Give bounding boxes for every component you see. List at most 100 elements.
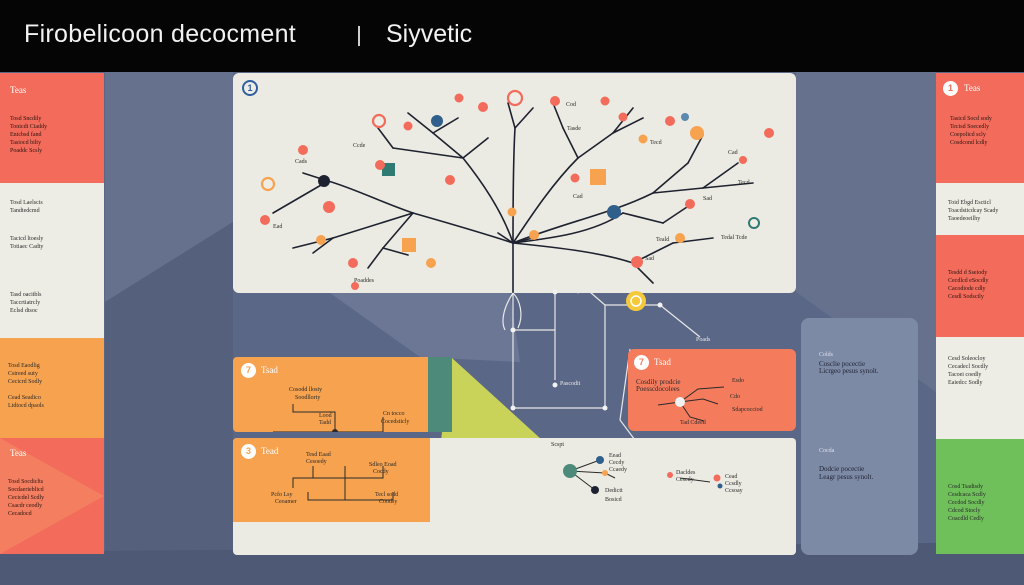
orange-card-line-2: Soodllorty — [295, 395, 321, 401]
tree-label-8: Tecd — [738, 180, 750, 186]
right-block-1-badge: 1 — [943, 81, 958, 96]
tree-label-14: Cad — [573, 194, 583, 200]
bottom-card-head: Tead — [261, 446, 279, 456]
flow-label-a: Dasplo — [568, 288, 585, 294]
tree-label-1: Cads — [295, 159, 307, 165]
bottom-right-j: Bosicd — [605, 497, 622, 503]
bottom-right-h: Ccsoay — [725, 488, 743, 494]
orange-card-connectors — [273, 404, 384, 432]
slate-block1-line2: Licrgeo pesus synolt. — [819, 367, 879, 375]
bottom-card-badge: 3 — [241, 444, 256, 459]
bottom-right-g: Ccsdly — [725, 481, 742, 487]
bottom-node-c: Sdleo Eoad — [369, 462, 397, 468]
orange-card-node-b: Tadd — [319, 420, 331, 426]
bottom-right-b: Cecdy — [609, 460, 625, 466]
left-block-4 — [0, 438, 104, 554]
flow-label-c: Poads — [696, 337, 711, 343]
coral-card-badge: 7 — [634, 355, 649, 370]
right-block-1-head: Teas — [964, 83, 981, 93]
coral-card-node-d: Tad Cdeed — [680, 420, 706, 426]
slate-block2-line1: Dodcie pocectie — [819, 465, 865, 473]
bottom-right-e: Cescdy — [676, 477, 694, 483]
tree-card: 1 — [233, 73, 796, 293]
title-divider — [358, 26, 360, 46]
bottom-right-a: Eead — [609, 453, 621, 459]
tree-diagram — [260, 89, 774, 293]
slate-block1-line1: Cosclie pocectie — [819, 360, 866, 368]
bottom-card-connectors — [292, 466, 394, 501]
coral-card-node-a: Esdo — [732, 378, 744, 384]
coral-card-head: Tsad — [654, 357, 671, 367]
tree-label-6: Cad — [728, 150, 738, 156]
background-geometry — [0, 72, 1024, 585]
page-subtitle: Siyvetic — [386, 20, 473, 48]
bottom-card-orange: 3 Tead Tesd Eaad Cesoedy Sdleo Eoad Cocd… — [233, 438, 430, 522]
slate-block2-head: Cocda — [819, 448, 835, 454]
coral-card-node-c: Sdapcocciod — [732, 407, 763, 413]
tree-label-5: Tecd — [650, 140, 662, 146]
orange-card-line-1: Cosodd llosty — [289, 387, 323, 393]
tree-label-11: Teald — [656, 237, 670, 243]
orange-card-badge: 7 — [241, 363, 256, 378]
bottom-node-f: Ceoamer — [275, 499, 297, 505]
bottom-node-b: Cesoedy — [306, 459, 327, 465]
flow-label-b: Pascodit — [560, 381, 581, 387]
orange-card: 7 Tsad Cosodd llosty Soodllorty Lood Tad… — [233, 357, 428, 432]
tree-label-9: Sad — [645, 256, 654, 262]
tree-card-badge: 1 — [242, 80, 258, 96]
coral-card-node-b: Cdo — [730, 394, 741, 400]
bottom-node-e: Pcfo Lsy — [271, 492, 293, 498]
bottom-right-c: Ccaedy — [609, 467, 627, 473]
bottom-node-a: Tesd Eaad — [306, 452, 331, 458]
slate-block1-head: Colds — [819, 352, 834, 358]
tree-label-12: Ead — [273, 224, 283, 230]
tree-label-10: Tedal Tcde — [721, 235, 748, 241]
tree-label-7: Sad — [703, 196, 712, 202]
orange-card-node-c: Cn tocco — [383, 411, 405, 417]
tree-label-3: Tasde — [567, 126, 581, 132]
bottom-card-graph — [563, 456, 723, 494]
tree-label-13: Poaddes — [354, 278, 374, 284]
coral-card-connectors — [657, 386, 725, 422]
bottom-right-d: Dacldes — [676, 470, 696, 476]
bottom-node-d: Cocdy — [373, 469, 389, 475]
coral-card: 7 Tsad Cosdily prodcie Poesscdocolees Es… — [628, 349, 796, 431]
left-block-4-head: Teas — [10, 448, 27, 458]
orange-card-node-d: Cocedsticly — [381, 419, 410, 425]
tree-label-4: Cod — [566, 102, 577, 108]
slate-card: Colds Cosclie pocectie Licrgeo pesus syn… — [801, 318, 918, 555]
coral-card-title-2: Poesscdocolees — [636, 385, 680, 393]
bottom-bracket-label: Scspt — [551, 442, 565, 448]
slate-block2-line2: Leagr pesus synolt. — [819, 473, 874, 481]
bottom-node-h: Coodsy — [379, 499, 398, 505]
left-block-1-head: Teas — [10, 85, 27, 95]
coral-card-title-1: Cosdily prodcie — [636, 378, 681, 386]
header-bar: Firobelicoon decocment Siyvetic — [0, 0, 1024, 72]
tree-label-2: Ccde — [353, 143, 366, 149]
orange-card-head: Tsad — [261, 365, 278, 375]
orange-card-node-a: Lood — [319, 413, 332, 419]
flow-label-top: Poud — [536, 279, 549, 285]
bottom-right-i: Dedictt — [605, 488, 623, 494]
bottom-node-g: Tecl sodd — [375, 492, 399, 498]
page-title: Firobelicoon decocment — [24, 20, 297, 48]
